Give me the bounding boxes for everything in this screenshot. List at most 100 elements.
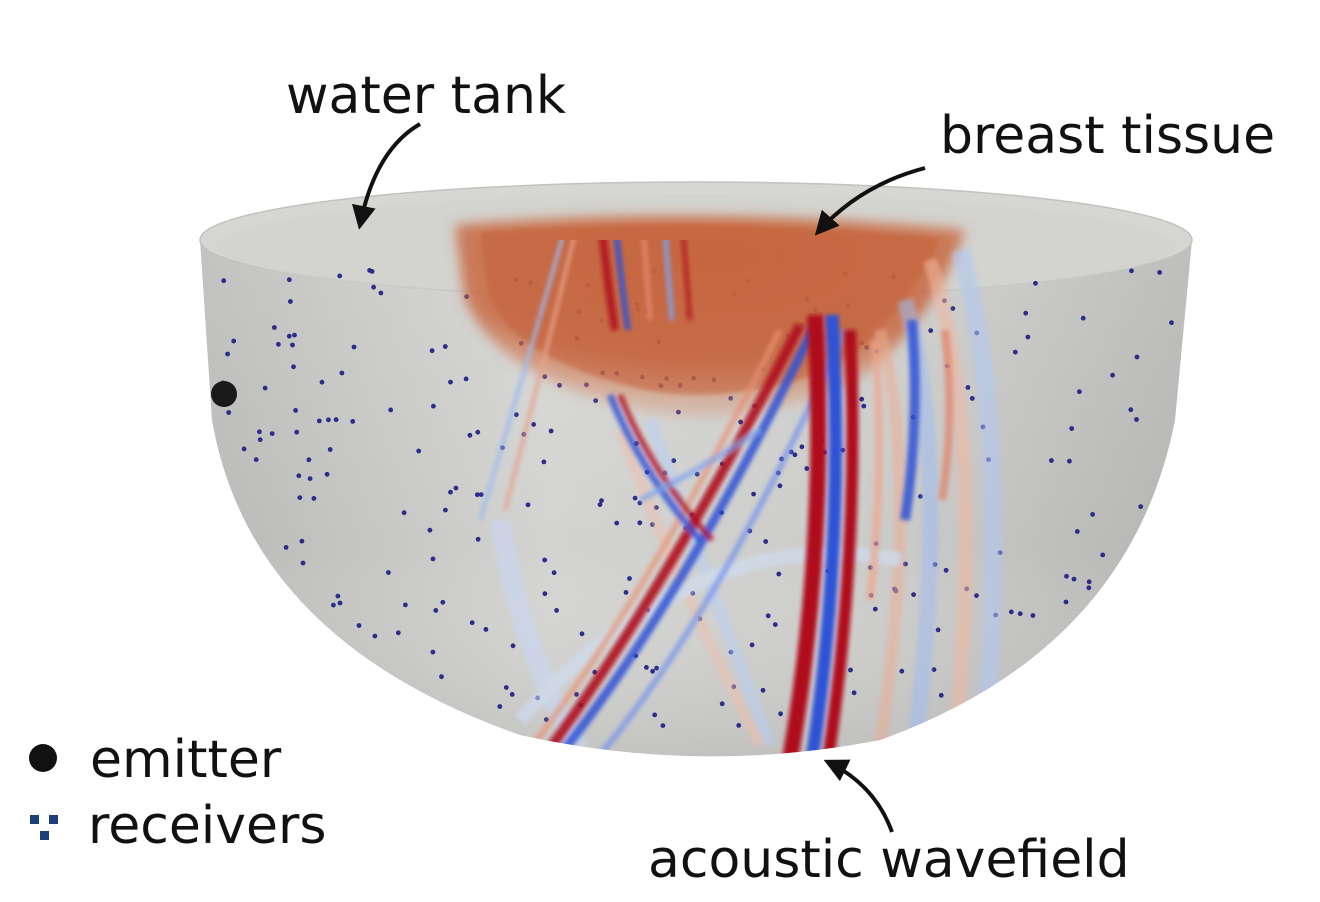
receiver-dot	[333, 417, 339, 423]
receiver-dot	[1067, 458, 1072, 464]
receiver-dot	[475, 536, 481, 542]
receiver-dot	[319, 379, 325, 385]
receiver-dot	[378, 290, 384, 296]
receiver-dot	[356, 623, 362, 628]
receiver-dot	[541, 459, 547, 465]
label-breast-tissue: breast tissue	[940, 106, 1275, 166]
receiver-dot	[286, 277, 292, 283]
annotation-arrows	[352, 122, 926, 833]
receiver-dot	[311, 496, 317, 501]
receiver-dot	[1169, 320, 1174, 326]
receiver-dot	[440, 599, 446, 605]
receiver-dot	[430, 556, 436, 562]
receiver-dot	[433, 608, 439, 613]
legend-emitter-icon	[29, 744, 57, 772]
receiver-dot	[772, 622, 778, 627]
receiver-dot	[632, 495, 638, 501]
receiver-dot	[765, 613, 771, 619]
receiver-dot	[469, 620, 475, 626]
receiver-dot	[401, 510, 407, 516]
acoustic-wavefield	[478, 240, 1003, 757]
receiver-dot	[777, 483, 783, 489]
receiver-dot	[326, 417, 331, 423]
receiver-dot	[439, 674, 444, 680]
receiver-dot	[650, 668, 655, 674]
arrow-water-tank	[352, 122, 422, 230]
receiver-dot	[736, 723, 742, 728]
receiver-dot	[510, 643, 516, 649]
receiver-dot	[1012, 349, 1018, 355]
receiver-dot	[738, 419, 743, 425]
receiver-dot	[1157, 270, 1162, 275]
receiver-dot	[337, 600, 343, 606]
receiver-dot	[719, 701, 725, 707]
receiver-dot	[448, 379, 453, 385]
receiver-dot	[483, 627, 489, 632]
receiver-dot	[293, 408, 298, 413]
receiver-dot	[290, 342, 295, 348]
receiver-dot	[1090, 512, 1095, 517]
receiver-dot	[1008, 609, 1014, 615]
receiver-dot	[513, 412, 519, 418]
receiver-dot	[241, 446, 247, 452]
receiver-dot	[497, 704, 503, 709]
receiver-dot	[1080, 315, 1086, 321]
receiver-dot	[1134, 354, 1140, 360]
receiver-dot	[654, 665, 659, 671]
receiver-dot	[388, 407, 394, 413]
receiver-dot	[467, 432, 473, 438]
receiver-dot	[316, 418, 322, 424]
receiver-dot	[851, 690, 857, 696]
receiver-dot	[1129, 268, 1134, 274]
receiver-dot	[221, 278, 227, 284]
receiver-dot	[1100, 552, 1106, 558]
receiver-dot	[751, 491, 756, 497]
legend: emitter receivers	[29, 730, 327, 856]
receiver-dot	[430, 649, 436, 655]
receiver-dot	[331, 602, 336, 608]
receiver-dot	[403, 602, 408, 608]
receiver-dot	[1138, 504, 1144, 509]
receiver-dot	[276, 341, 281, 347]
label-acoustic-wavefield: acoustic wavefield	[648, 830, 1130, 890]
receiver-dot	[763, 539, 769, 544]
receiver-dot	[935, 627, 941, 633]
receiver-dot	[579, 631, 585, 637]
receiver-dot	[799, 444, 805, 450]
receiver-dot	[299, 538, 305, 544]
receiver-dot	[283, 545, 289, 550]
receiver-dot	[531, 422, 536, 427]
receiver-dot	[297, 495, 303, 500]
receiver-dot	[448, 489, 453, 495]
receiver-dot	[792, 452, 798, 458]
receiver-dot	[1071, 576, 1077, 582]
receiver-dot	[369, 269, 375, 274]
receiver-dot	[296, 473, 302, 479]
receiver-dot	[429, 348, 435, 354]
receiver-dot	[225, 351, 231, 357]
receiver-dot	[614, 520, 620, 526]
receiver-dot	[427, 527, 433, 533]
receiver-dot	[292, 332, 297, 338]
receiver-dot	[337, 273, 343, 279]
receiver-dot	[463, 376, 469, 382]
receiver-dot	[475, 429, 481, 435]
receiver-dot	[307, 476, 313, 481]
receiver-dot	[300, 560, 306, 566]
water-tank	[199, 181, 1193, 757]
receiver-dot	[899, 668, 905, 674]
receiver-dot	[1128, 407, 1134, 413]
receiver-dot	[574, 691, 579, 697]
receiver-dot	[548, 428, 554, 434]
receiver-dot	[395, 630, 401, 636]
receiver-dot	[226, 410, 232, 415]
receiver-dot	[969, 396, 975, 401]
breast-tissue-core	[480, 224, 940, 395]
receiver-dot	[597, 502, 603, 507]
receiver-dot	[671, 458, 677, 464]
receiver-dot	[872, 606, 878, 612]
legend-emitter-label: emitter	[90, 730, 282, 790]
emitter-dot	[211, 381, 237, 407]
receiver-dot	[453, 485, 459, 491]
